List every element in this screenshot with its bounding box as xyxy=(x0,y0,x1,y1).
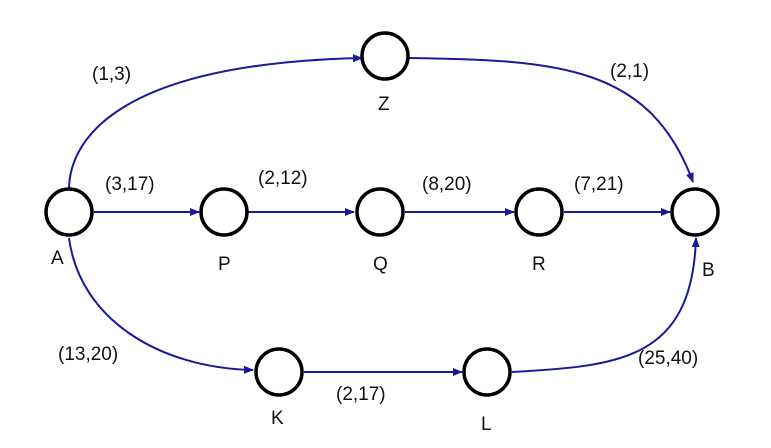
nodes xyxy=(44,31,720,397)
edge-label-l-b: (25,40) xyxy=(638,348,698,369)
node-label-z: Z xyxy=(378,94,390,115)
edge-l-b xyxy=(511,237,700,373)
edge-a-z xyxy=(68,54,363,189)
node-label-a: A xyxy=(51,248,64,269)
node-label-b: B xyxy=(702,260,715,281)
node-label-p: P xyxy=(218,254,231,275)
edge-z-b xyxy=(407,57,694,183)
node-l xyxy=(462,347,512,397)
node-label-q: Q xyxy=(373,254,388,275)
node-label-r: R xyxy=(532,254,546,275)
node-q xyxy=(355,187,405,237)
node-k xyxy=(254,347,304,397)
node-a xyxy=(44,187,94,237)
edge-label-k-l: (2,17) xyxy=(336,384,386,405)
node-label-l: L xyxy=(481,414,492,435)
edge-label-a-p: (3,17) xyxy=(105,174,155,195)
node-b xyxy=(670,187,720,237)
edge-label-a-z: (1,3) xyxy=(92,64,131,85)
node-label-k: K xyxy=(271,408,284,429)
node-labels: A P Q R B Z K L xyxy=(51,94,715,435)
edge-label-q-r: (8,20) xyxy=(422,174,472,195)
node-r xyxy=(514,187,564,237)
edge-label-z-b: (2,1) xyxy=(610,61,649,82)
node-z xyxy=(360,31,410,81)
edge-label-r-b: (7,21) xyxy=(574,174,624,195)
node-p xyxy=(199,187,249,237)
edge-a-k xyxy=(68,237,254,374)
edge-label-a-k: (13,20) xyxy=(58,344,118,365)
edge-label-p-q: (2,12) xyxy=(258,168,308,189)
edge-labels: (1,3) (2,1) (3,17) (2,12) (8,20) (7,21) … xyxy=(58,61,698,405)
edges xyxy=(68,54,700,376)
